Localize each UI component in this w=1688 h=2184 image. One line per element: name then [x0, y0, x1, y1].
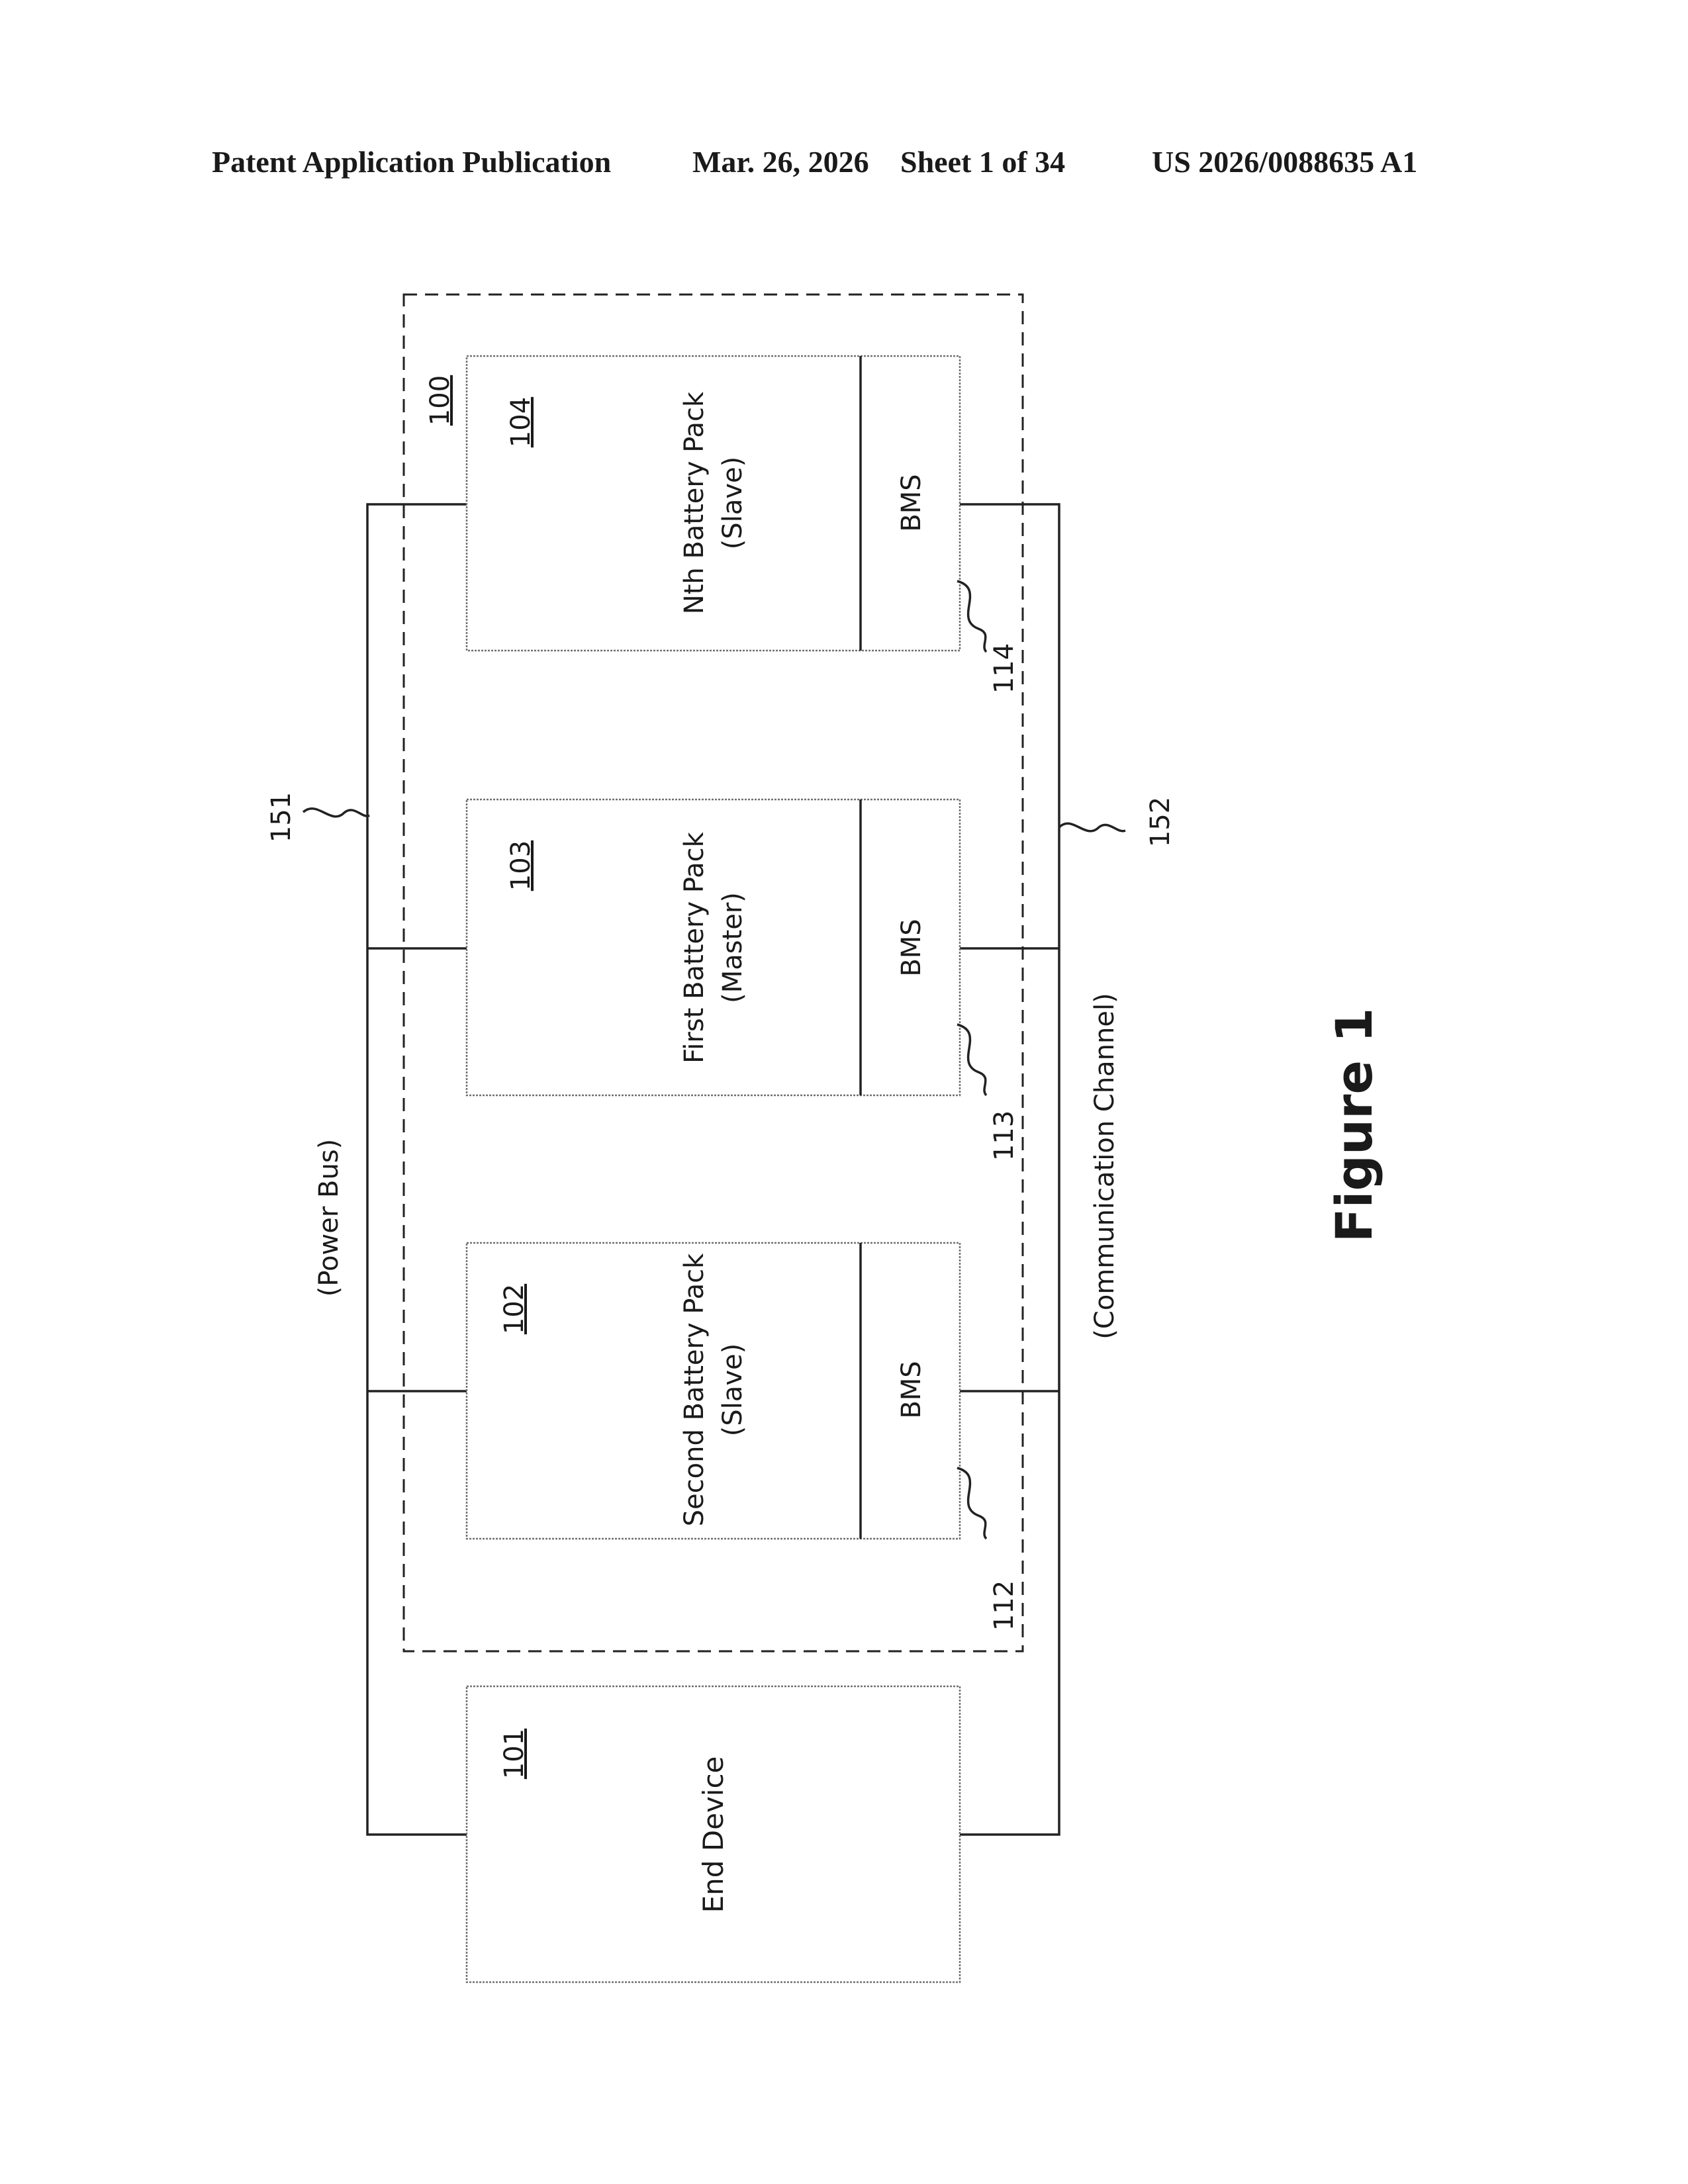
leader-112 — [957, 1468, 986, 1539]
leader-152 — [1059, 823, 1125, 831]
comm-channel-ref: 152 — [1145, 797, 1176, 847]
battery-pack-box — [467, 799, 960, 1095]
battery-pack-103: 103 First Battery Pack (Master) BMS — [467, 799, 960, 1095]
pack-role: (Slave) — [718, 457, 748, 550]
bms-label: BMS — [896, 1361, 927, 1418]
comm-channel-line — [960, 504, 1059, 1835]
pack-name: Second Battery Pack — [679, 1253, 710, 1527]
system-ref: 100 — [425, 375, 455, 426]
pack-ref: 104 — [506, 397, 536, 447]
battery-pack-box — [467, 356, 960, 651]
bms-ref-113: 113 — [989, 1111, 1019, 1161]
figure-label: Figure 1 — [1325, 1008, 1383, 1243]
battery-pack-102: 102 Second Battery Pack (Slave) BMS — [467, 1243, 960, 1539]
leader-113 — [957, 1024, 986, 1095]
bms-ref-112: 112 — [989, 1580, 1019, 1631]
end-device-ref: 101 — [499, 1729, 530, 1779]
power-bus-label: (Power Bus) — [314, 1139, 344, 1297]
battery-pack-104: 104 Nth Battery Pack (Slave) BMS — [467, 356, 960, 651]
leader-151 — [303, 809, 369, 817]
pack-role: (Slave) — [718, 1343, 748, 1437]
comm-channel-label: (Communication Channel) — [1090, 993, 1120, 1339]
pack-ref: 103 — [506, 841, 536, 891]
bms-label: BMS — [896, 919, 927, 976]
leader-114 — [957, 581, 986, 652]
pack-role: (Master) — [718, 892, 748, 1003]
pack-name: Nth Battery Pack — [679, 391, 710, 614]
pack-name: First Battery Pack — [679, 831, 710, 1063]
battery-pack-box — [467, 1243, 960, 1539]
end-device: 101 End Device — [467, 1686, 960, 1982]
pack-ref: 102 — [499, 1284, 530, 1334]
end-device-label: End Device — [697, 1756, 729, 1913]
power-bus-line — [367, 504, 467, 1835]
power-bus-ref: 151 — [266, 792, 297, 842]
bms-label: BMS — [896, 474, 927, 531]
bms-ref-114: 114 — [989, 643, 1019, 694]
